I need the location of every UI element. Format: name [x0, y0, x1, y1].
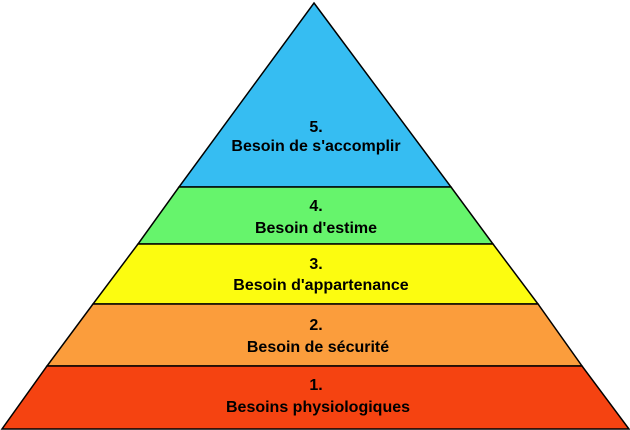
level-2-band	[45, 303, 584, 367]
level-4-number: 4.	[309, 198, 322, 215]
level-4-label: Besoin d'estime	[255, 220, 377, 237]
level-1-number: 1.	[309, 377, 322, 394]
level-3-number: 3.	[309, 256, 322, 273]
level-2-number: 2.	[309, 317, 322, 334]
level-2-label: Besoin de sécurité	[247, 339, 389, 356]
level-1-band	[0, 365, 630, 430]
level-3-label: Besoin d'appartenance	[233, 277, 409, 294]
level-3-band	[91, 243, 540, 305]
level-1-label: Besoins physiologiques	[226, 399, 410, 416]
level-5-label: Besoin de s'accomplir	[231, 138, 400, 155]
level-5-number: 5.	[309, 119, 322, 136]
level-5-band	[177, 1, 453, 188]
